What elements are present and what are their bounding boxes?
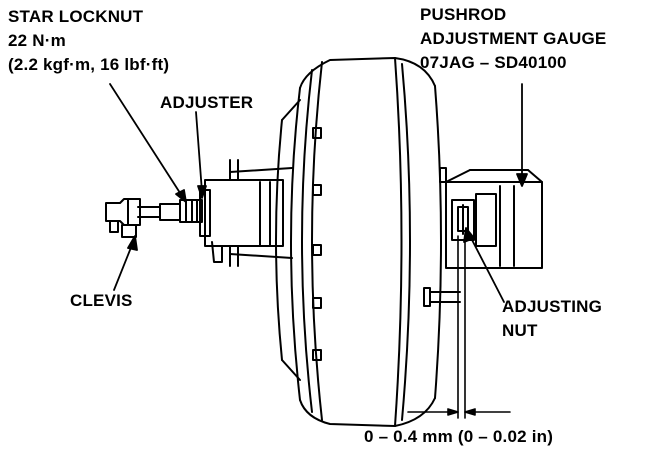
clearance-dimension: [407, 235, 511, 419]
pushrod-gauge-part-number: 07JAG – SD40100: [420, 53, 567, 72]
star-locknut-torque-nm: 22 N·m: [8, 31, 66, 50]
rear-body: [199, 159, 293, 267]
pushrod-gauge-label-line2: ADJUSTMENT GAUGE: [420, 29, 607, 48]
star-locknut-label: STAR LOCKNUT: [8, 7, 144, 26]
leader-lines: [109, 83, 528, 303]
pushrod-gauge-label-line1: PUSHROD: [420, 5, 507, 24]
clearance-label: 0 – 0.4 mm (0 – 0.02 in): [364, 427, 554, 446]
adjusting-nut-label-line1: ADJUSTING: [502, 297, 603, 316]
adjustment-gauge: [423, 169, 543, 307]
adjusting-nut-label-line2: NUT: [502, 321, 538, 340]
adjuster-label: ADJUSTER: [160, 93, 254, 112]
clevis-label: CLEVIS: [70, 291, 133, 310]
star-locknut-torque-alt: (2.2 kgf·m, 16 lbf·ft): [8, 55, 170, 74]
pushrod-assembly: [105, 198, 203, 238]
booster-housing: [275, 57, 447, 427]
